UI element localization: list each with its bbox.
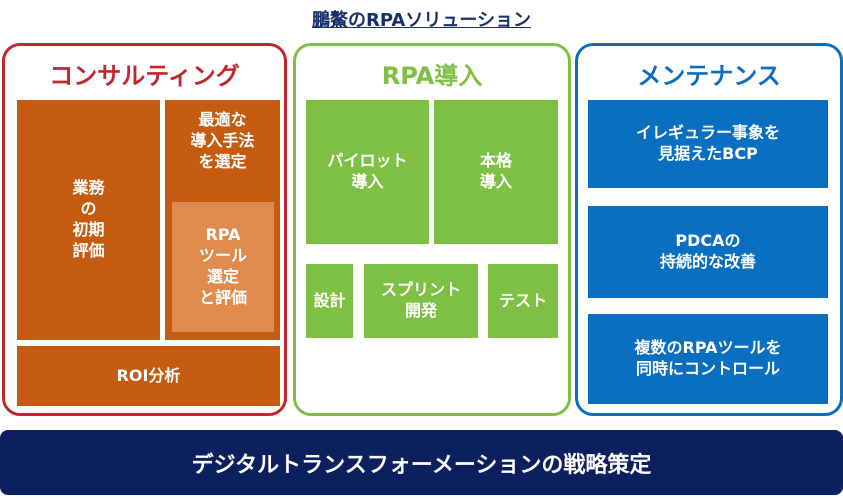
full-implementation-box: 本格 導入 bbox=[434, 100, 558, 244]
maintenance-panel: メンテナンス イレギュラー事象を 見据えたBCP PDCAの 持続的な改善 複数… bbox=[575, 43, 843, 416]
test-box: テスト bbox=[488, 264, 558, 338]
diagram-title: 鵬鰲のRPAソリューション bbox=[312, 10, 531, 31]
rpa-implementation-title: RPA導入 bbox=[381, 62, 483, 90]
rpa-implementation-panel: RPA導入 パイロット 導入 本格 導入 設計 スプリント 開発 テスト bbox=[293, 43, 571, 416]
roi-analysis-box: ROI分析 bbox=[17, 346, 280, 406]
multi-tool-control-box: 複数のRPAツールを 同時にコントロール bbox=[588, 314, 828, 404]
sprint-development-box: スプリント 開発 bbox=[364, 264, 478, 338]
method-selection-label: 最適な 導入手法 を選定 bbox=[190, 110, 255, 171]
dx-strategy-banner: デジタルトランスフォーメーションの戦略策定 bbox=[0, 430, 843, 495]
design-box: 設計 bbox=[306, 264, 353, 338]
tool-selection-box: RPA ツール 選定 と評価 bbox=[172, 202, 274, 332]
pilot-implementation-box: パイロット 導入 bbox=[306, 100, 429, 244]
consulting-title: コンサルティング bbox=[49, 62, 240, 90]
maintenance-title: メンテナンス bbox=[637, 62, 781, 90]
initial-evaluation-box: 業務 の 初期 評価 bbox=[17, 100, 160, 340]
bcp-box: イレギュラー事象を 見据えたBCP bbox=[588, 100, 828, 188]
consulting-panel: コンサルティング 業務 の 初期 評価 最適な 導入手法 を選定 RPA ツール… bbox=[2, 43, 287, 416]
pdca-box: PDCAの 持続的な改善 bbox=[588, 206, 828, 298]
